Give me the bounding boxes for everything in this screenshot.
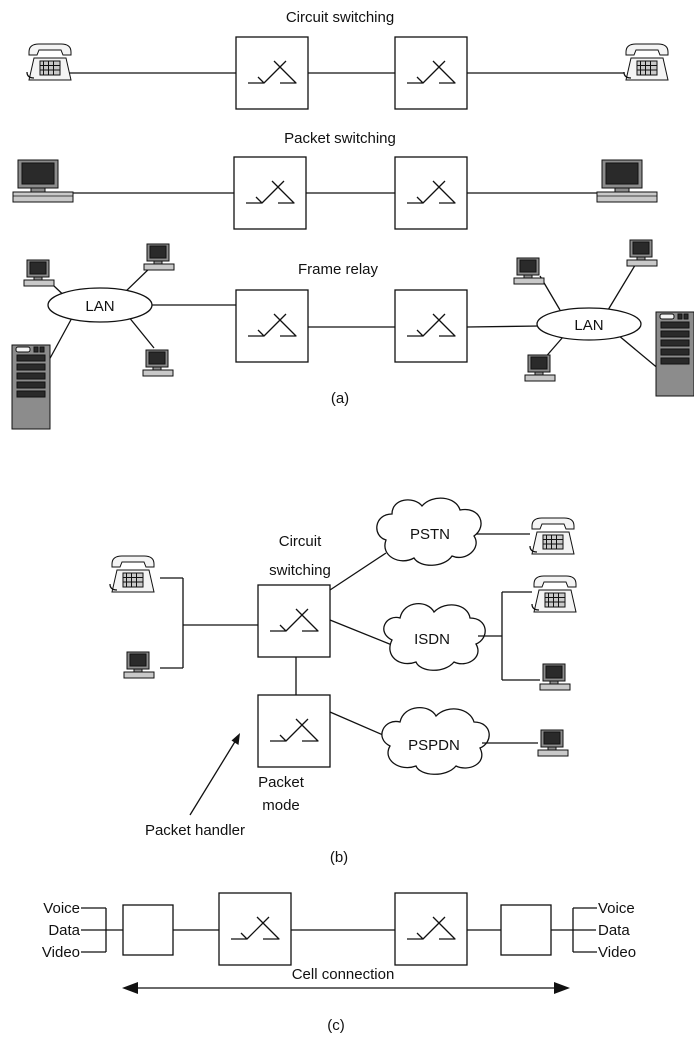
packet-mode-line1: Packet	[258, 774, 305, 791]
arrowhead-left-icon	[122, 982, 138, 994]
packet-switch-icon	[394, 156, 468, 230]
pspdn-cloud	[381, 707, 490, 775]
circuit-switching-title: Circuit switching	[286, 9, 394, 26]
circuit-label-line2: switching	[269, 562, 331, 579]
lan-right-label: LAN	[574, 317, 603, 334]
caption-a: (a)	[331, 390, 349, 407]
packet-switching-title: Packet switching	[284, 130, 396, 147]
panel-a: Circuit switching Packet switching Frame…	[11, 9, 694, 430]
left-input-voice: Voice	[43, 900, 80, 917]
right-cell-mux	[500, 904, 552, 956]
computer-icon	[539, 663, 571, 691]
frame-relay-title: Frame relay	[298, 261, 379, 278]
computer-icon	[142, 349, 174, 377]
telephone-icon	[623, 43, 669, 81]
left-input-video: Video	[42, 944, 80, 961]
packet-mode-switch-icon	[257, 694, 331, 768]
link	[617, 334, 661, 371]
caption-b: (b)	[330, 849, 348, 866]
link	[466, 325, 541, 328]
circuit-label-line1: Circuit	[279, 533, 322, 550]
circuit-switch-icon	[257, 584, 331, 658]
computer-icon	[12, 159, 74, 203]
right-output-voice: Voice	[598, 900, 635, 917]
panel-c: Voice Data Video Voice Data Video Cell c…	[42, 892, 636, 1034]
link	[329, 711, 391, 739]
left-input-data: Data	[48, 922, 80, 939]
link	[127, 315, 155, 349]
circuit-switch-icon	[394, 36, 468, 110]
link	[329, 619, 393, 646]
computer-icon	[123, 651, 155, 679]
lan-left-label: LAN	[85, 298, 114, 315]
pstn-cloud	[376, 497, 482, 566]
right-output-video: Video	[598, 944, 636, 961]
server-icon	[655, 311, 694, 397]
arrowhead-icon	[231, 733, 240, 745]
isdn-cloud	[383, 603, 486, 671]
telephone-icon	[531, 575, 577, 613]
pstn-label: PSTN	[410, 526, 450, 543]
right-output-data: Data	[598, 922, 630, 939]
left-cell-mux	[122, 904, 174, 956]
lan-right	[536, 307, 642, 341]
link	[329, 552, 387, 591]
computer-icon	[23, 259, 55, 287]
telephone-icon	[529, 517, 575, 555]
pspdn-label: PSPDN	[408, 737, 460, 754]
computer-icon	[524, 354, 556, 382]
computer-icon	[596, 159, 658, 203]
circuit-switch-icon	[235, 36, 309, 110]
lan-left	[47, 287, 153, 323]
cell-switch-icon	[394, 892, 468, 966]
packet-switch-icon	[233, 156, 307, 230]
caption-c: (c)	[327, 1017, 345, 1034]
cell-switch-icon	[218, 892, 292, 966]
packet-mode-line2: mode	[262, 797, 300, 814]
computer-icon	[537, 729, 569, 757]
isdn-label: ISDN	[414, 631, 450, 648]
pointer-arrow	[189, 739, 237, 816]
link	[47, 315, 74, 363]
telephone-icon	[26, 43, 72, 81]
panel-b: Circuit switching PSTN ISDN PSPDN Packet…	[109, 497, 577, 866]
frame-switch-icon	[235, 289, 309, 363]
frame-switch-icon	[394, 289, 468, 363]
arrowhead-right-icon	[554, 982, 570, 994]
cell-connection-label: Cell connection	[292, 966, 395, 983]
computer-icon	[143, 243, 175, 271]
computer-icon	[513, 257, 545, 285]
link	[607, 261, 638, 311]
server-icon	[11, 344, 51, 430]
packet-handler-label: Packet handler	[145, 822, 245, 839]
telephone-icon	[109, 555, 155, 593]
computer-icon	[626, 239, 658, 267]
